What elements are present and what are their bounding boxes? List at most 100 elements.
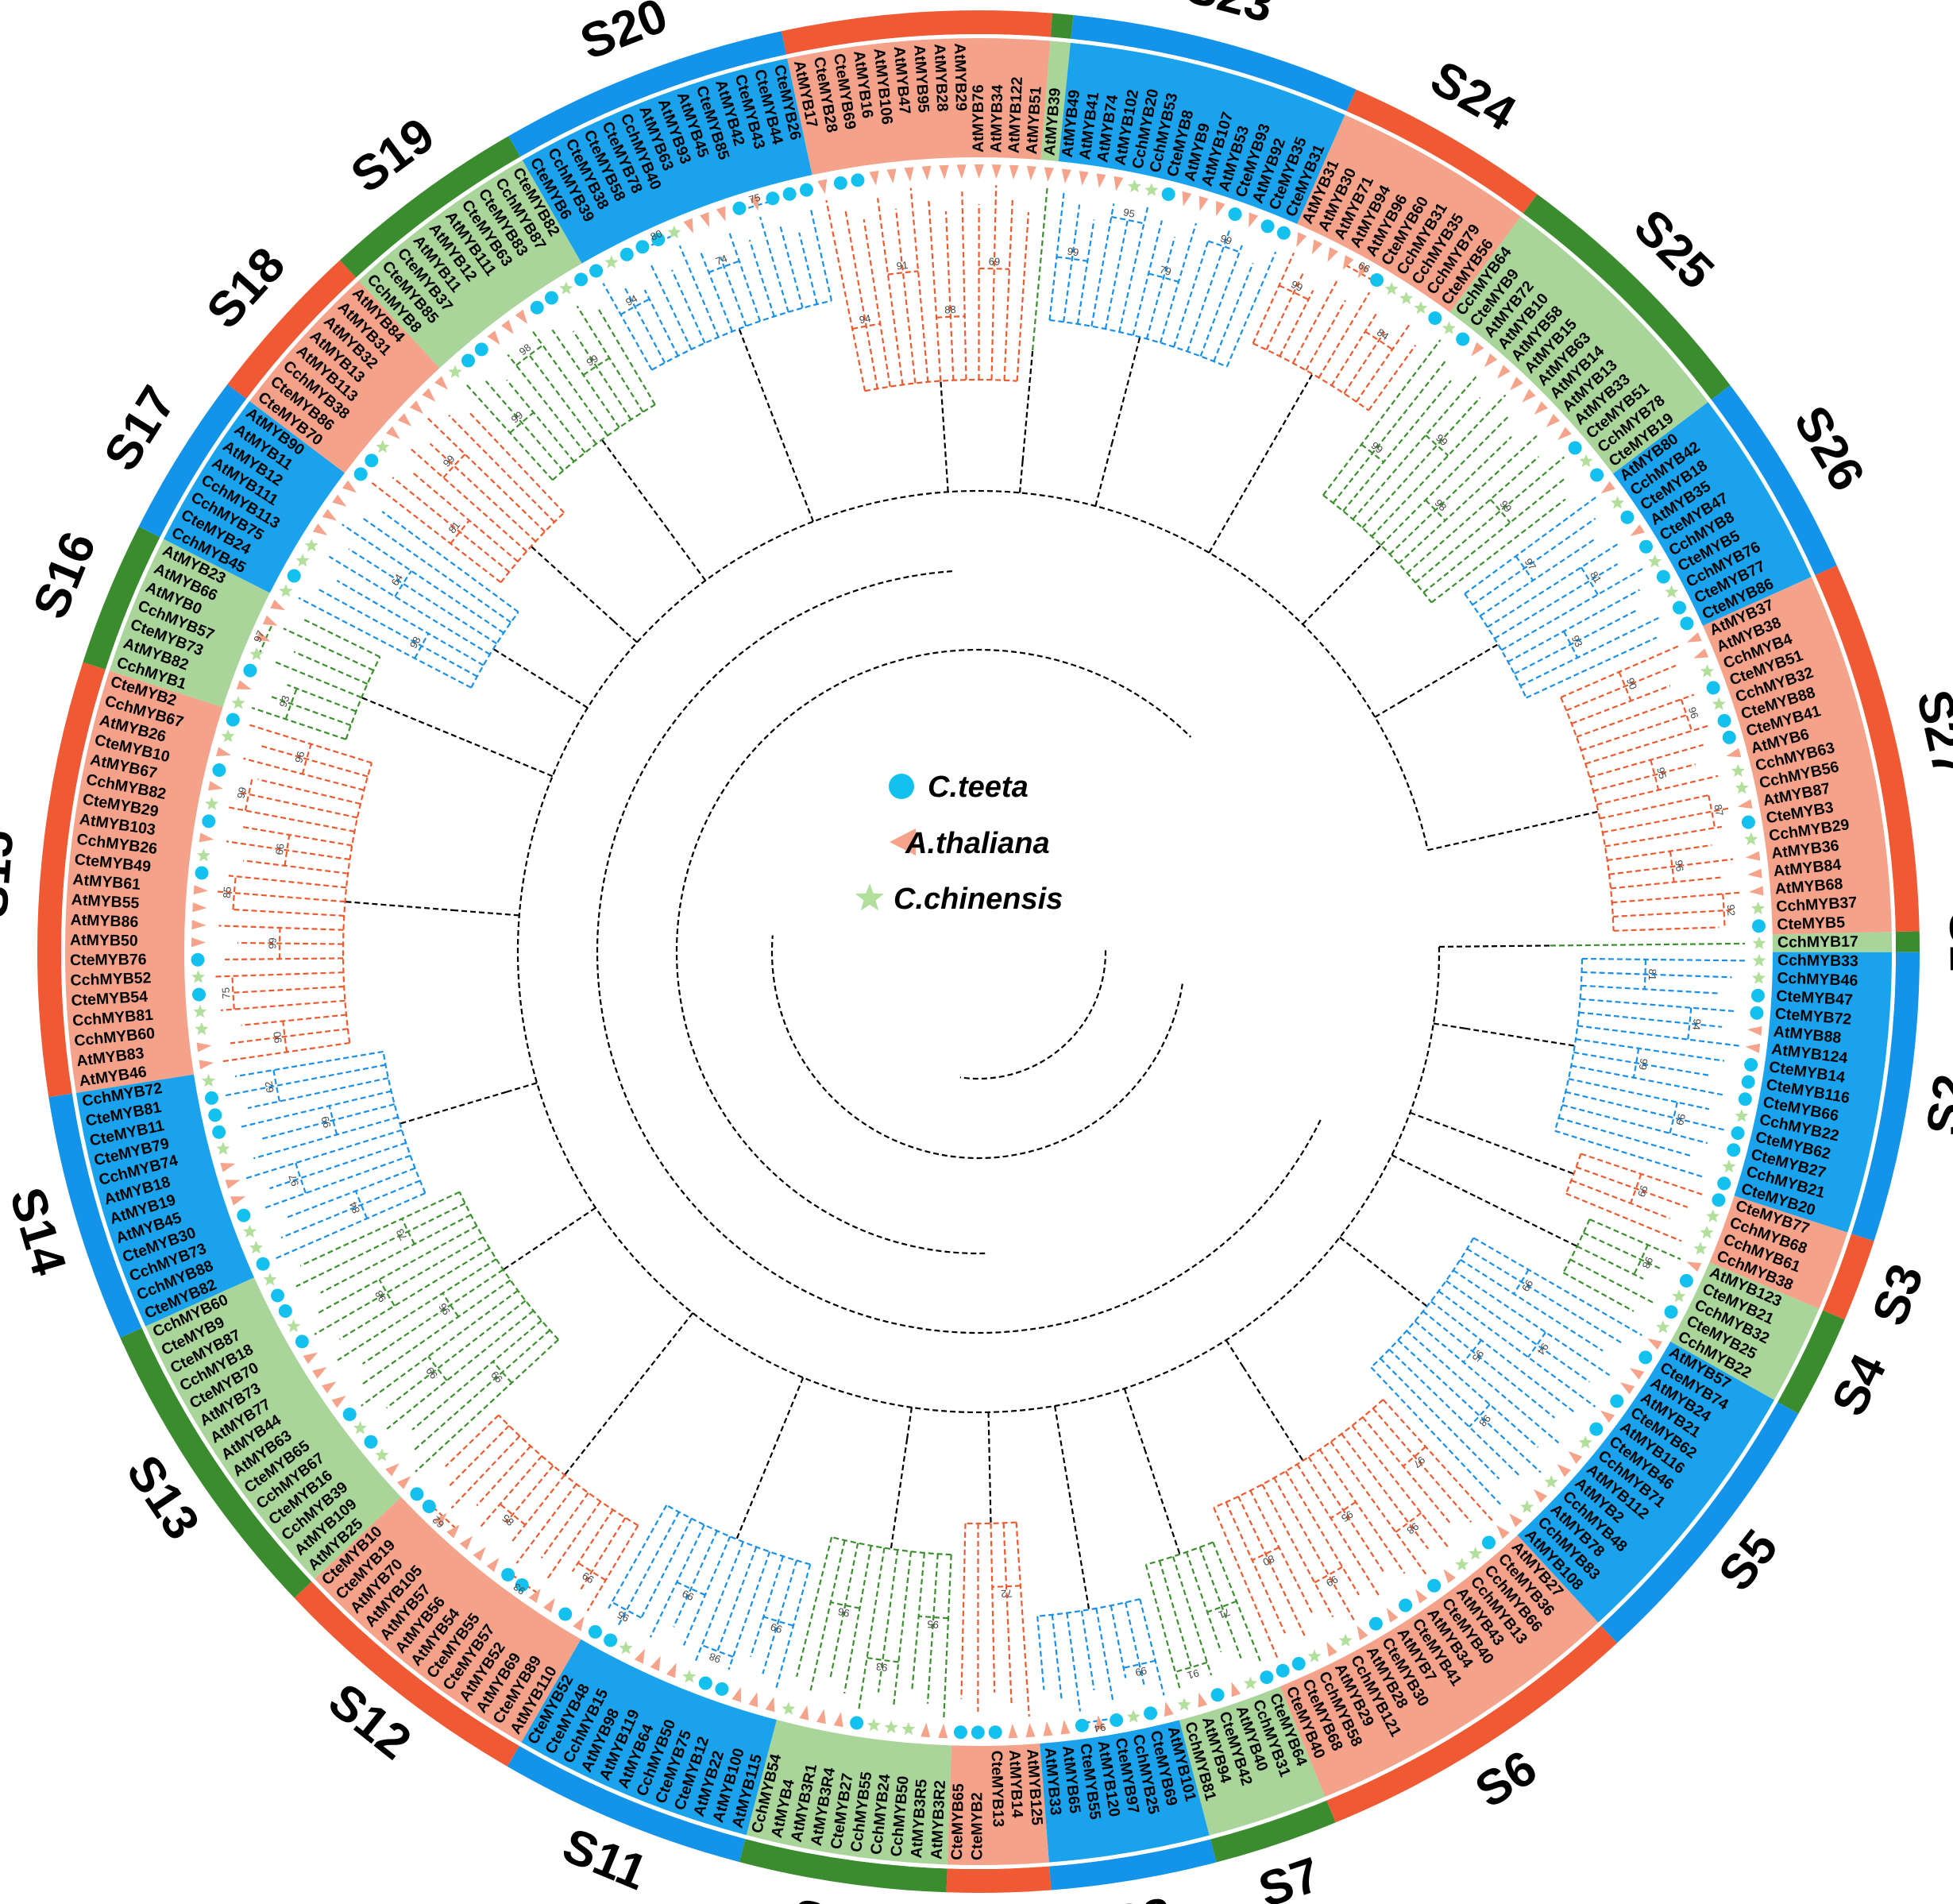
marker-thaliana — [1693, 648, 1709, 658]
marker-teeta — [1731, 1126, 1745, 1141]
marker-chinensis — [1648, 554, 1662, 568]
leaf-branch — [911, 1552, 925, 1690]
leaf-branch — [877, 1550, 899, 1693]
ring-segment-S17 — [138, 384, 247, 538]
marker-thaliana — [1164, 1701, 1174, 1717]
subclade-arc — [427, 1356, 448, 1381]
leaf-branch — [1611, 891, 1743, 904]
marker-teeta — [766, 191, 780, 206]
leaf-branch — [576, 305, 644, 413]
leaf-branch — [1332, 359, 1447, 504]
marker-thaliana — [1008, 1724, 1018, 1739]
label-band-S24 — [1297, 114, 1521, 313]
leaf-branch — [241, 791, 358, 819]
leaf-branch — [928, 199, 942, 381]
ring-segment-S19 — [339, 136, 521, 278]
leaf-branch — [1406, 456, 1540, 574]
marker-teeta — [1717, 1176, 1731, 1191]
marker-teeta — [851, 173, 865, 187]
leaf-branch — [415, 1338, 559, 1473]
subclade-arc — [500, 1503, 527, 1526]
ring-gap — [519, 1742, 747, 1840]
subclade-arc — [1462, 1339, 1482, 1363]
leaf-branch — [1571, 685, 1671, 724]
label-band-S8 — [1040, 1720, 1210, 1863]
leaf-branch — [261, 1103, 395, 1140]
ring-segment-S8 — [1049, 1839, 1217, 1890]
clade-arc — [345, 656, 381, 740]
legend-label-thaliana: A.thaliana — [905, 827, 1050, 860]
marker-thaliana — [1231, 1682, 1241, 1697]
marker-thaliana — [817, 179, 828, 195]
subclade-arc — [936, 315, 965, 319]
leaf-branch — [506, 379, 575, 462]
marker-thaliana — [904, 167, 914, 182]
clade-stem — [345, 901, 457, 912]
marker-teeta — [1368, 1616, 1383, 1631]
clade-stem — [890, 1439, 909, 1550]
marker-teeta — [1428, 311, 1442, 326]
label-band-S27 — [1702, 577, 1892, 935]
marker-chinensis — [1544, 1474, 1558, 1489]
leaf-branch — [336, 580, 484, 666]
leaf-branch — [1388, 1349, 1521, 1477]
clade-arc — [651, 299, 832, 371]
leaf-branch — [1422, 477, 1566, 593]
leaf-branch — [1608, 858, 1734, 875]
backbone-link — [1054, 1405, 1072, 1500]
leaf-branch — [1565, 664, 1677, 712]
marker-thaliana — [236, 680, 252, 690]
bootstrap-value: 96 — [436, 1301, 453, 1317]
leaf-branch — [1322, 339, 1442, 496]
marker-thaliana — [1357, 1625, 1368, 1640]
leaf-branch — [257, 778, 361, 805]
marker-chinensis — [304, 539, 318, 552]
leaf-branch — [232, 908, 345, 917]
leaf-branch — [262, 1154, 411, 1210]
marker-chinensis — [279, 584, 293, 597]
leaf-branch — [774, 1564, 812, 1691]
marker-teeta — [226, 713, 240, 727]
leaf-branch — [758, 216, 789, 313]
marker-thaliana — [1044, 167, 1054, 182]
leaf-branch — [1576, 693, 1695, 738]
subclade-arc — [1425, 499, 1446, 521]
ring-segment-S27 — [1815, 565, 1920, 933]
clade-stem — [601, 438, 669, 531]
marker-thaliana — [991, 164, 1002, 180]
marker-chinensis — [221, 729, 235, 743]
ring-gap — [105, 537, 164, 671]
marker-chinensis — [1744, 832, 1758, 846]
marker-chinensis — [1338, 1633, 1353, 1647]
clade-arc — [1562, 1218, 1591, 1273]
marker-thaliana — [1471, 342, 1484, 357]
subclade-arc — [887, 270, 919, 276]
marker-thaliana — [1546, 414, 1561, 427]
bootstrap-value: 96 — [292, 750, 307, 764]
subclade-arc — [328, 1105, 338, 1135]
leaf-branch — [212, 971, 344, 978]
leaf-branch — [408, 446, 527, 552]
marker-chinensis — [249, 647, 264, 660]
leaf-label: CchMYB17 — [1777, 933, 1858, 952]
leaf-branch — [247, 1077, 389, 1110]
leaf-branch — [283, 628, 374, 671]
marker-teeta — [971, 1725, 985, 1740]
ring-segment-S1 — [1895, 931, 1920, 952]
bootstrap-value: 85 — [221, 886, 234, 899]
marker-thaliana — [1600, 481, 1615, 494]
subclade-arc — [992, 1585, 1021, 1588]
marker-chinensis — [1144, 183, 1159, 196]
ring-segment-S23 — [1071, 15, 1357, 112]
leaf-branch — [1602, 806, 1732, 834]
marker-teeta — [1751, 919, 1766, 933]
marker-thaliana — [634, 1648, 646, 1664]
backbone-arc — [516, 489, 1441, 1414]
subclade-arc — [394, 570, 412, 597]
marker-thaliana — [397, 413, 412, 427]
marker-thaliana — [409, 400, 424, 415]
clade-stem — [1465, 1027, 1575, 1047]
leaf-branch — [243, 757, 365, 791]
leaf-branch — [1341, 1433, 1429, 1550]
label-band-S1 — [1772, 932, 1892, 952]
